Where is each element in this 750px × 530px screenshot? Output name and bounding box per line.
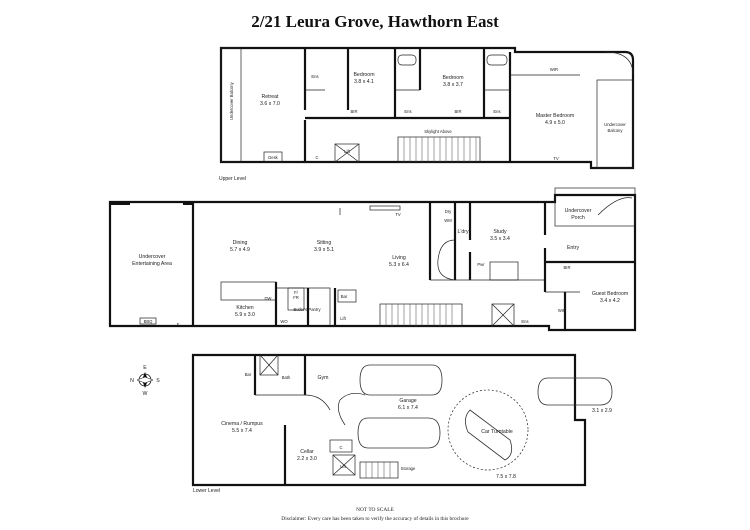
ens-1: Ens [311,74,318,79]
bir-2: BIR [455,109,462,114]
retreat-label: Retreat [261,94,279,100]
fridge-label: F/ [294,290,299,295]
living-label: Living [392,255,406,261]
entertaining-label-2: Entertaining Area [132,261,172,267]
car-3 [465,409,513,461]
study-dim: 3.5 x 3.4 [490,236,510,242]
bath-lower: Bath [282,375,291,380]
compass-icon: E N S W [130,365,160,397]
desk-label: Desk [268,155,278,160]
cellar-dim: 2.2 x 3.0 [297,456,317,462]
porch-label-2: Porch [571,215,585,221]
ens-2: Ens [404,109,411,114]
turntable-dim: 7.5 x 7.8 [496,474,516,480]
skylight-label: Skylight Above [424,129,452,134]
wm-label: WM [444,218,452,223]
guest-bedroom-dim: 3.4 x 4.2 [600,298,620,304]
wir-ground: WIR [558,308,566,313]
lift-upper: Lift [344,149,350,154]
lift-ground: Lift [340,316,346,321]
bir-1: BIR [351,109,358,114]
butlers-pantry-label: Butler's Pantry [293,307,321,312]
not-to-scale: NOT TO SCALE [356,507,394,513]
lower-level: Bar Bath Gym Garage 6.1 x 7.4 Cinema / R… [191,353,613,494]
bir-ground: BIR [564,265,571,270]
kitchen-dim: 5.9 x 3.0 [235,312,255,318]
lower-level-label: Lower Level [193,488,220,494]
entry-label: Entry [567,245,580,251]
upper-level-label: Upper Level [219,176,246,182]
pwr-label: Pwr [477,262,485,267]
living-dim: 5.3 x 6.4 [389,262,409,268]
storage-label: Storage [401,466,416,471]
upper-stairs [397,136,481,163]
sitting-dim: 3.9 x 5.1 [314,247,334,253]
retreat-dim: 3.6 x 7.0 [260,101,280,107]
c-upper: C [315,155,318,160]
turntable-label: Car Turntable [481,429,513,435]
cellar-label: Cellar [300,449,314,455]
guest-bedroom-label: Guest Bedroom [592,291,628,297]
plan-title: 2/21 Leura Grove, Hawthorn East [251,12,499,31]
upper-level: Undercover Balcony Retreat 3.6 x 7.0 Bed… [219,46,635,182]
c-lower: C [339,445,342,450]
porch-label-1: Undercover [565,208,592,214]
ground-stairs [379,303,463,327]
garage-dim: 6.1 x 7.4 [398,405,418,411]
dining-label: Dining [233,240,248,246]
lower-stairs [359,461,399,479]
undercover-balcony-right-2: Balcony [608,128,624,133]
entertaining-label-1: Undercover [139,254,166,260]
kitchen-label: Kitchen [236,305,253,311]
car-4 [537,377,613,406]
gym-label: Gym [318,375,329,381]
cinema-dim: 5.5 x 7.4 [232,428,252,434]
ens-3: Ens [493,109,500,114]
undercover-balcony-left: Undercover Balcony [229,81,234,120]
compass-s: W [143,391,148,397]
bar-lower: Bar [245,372,252,377]
bay-dim: 3.1 x 2.9 [592,408,612,414]
master-bedroom-label: Master Bedroom [536,113,574,119]
bedroom2-label: Bedroom [442,75,463,81]
dining-dim: 5.7 x 4.9 [230,247,250,253]
f-label: F [177,322,180,327]
bedroom2-dim: 3.8 x 3.7 [443,82,463,88]
cinema-label: Cinema / Rumpus [221,421,263,427]
master-bedroom-dim: 4.9 x 5.0 [545,120,565,126]
sitting-label: Sitting [317,240,332,246]
car-1 [359,364,443,396]
tv-ground: TV [395,212,401,217]
fridge-label-2: FR [293,295,299,300]
study-label: Study [493,229,507,235]
bedroom1-label: Bedroom [353,72,374,78]
compass-w: N [130,378,134,384]
undercover-balcony-right-1: Undercover [604,122,626,127]
compass-e: S [156,378,160,384]
dry-label: Dry [445,209,452,214]
bar-ground: Bar [341,294,348,299]
compass-n: E [143,365,147,371]
garage-label: Garage [399,398,416,404]
ens-ground: Ens [521,319,528,324]
dw-label: DW [265,296,272,301]
bbq-label: BBQ [144,319,154,324]
wir-upper: WIR [550,67,558,72]
car-2 [357,417,441,449]
disclaimer: Disclaimer: Every care has been taken to… [281,515,469,522]
bedroom1-dim: 3.8 x 4.1 [354,79,374,85]
ground-level: Undercover Entertaining Area BBQ F Dinin… [108,187,637,332]
wo-label: WO [280,319,288,324]
turntable-circle [447,389,529,471]
lift-lower: Lift [340,464,346,469]
laundry-label: L'dry [457,229,468,235]
tv-upper: TV [553,156,559,161]
